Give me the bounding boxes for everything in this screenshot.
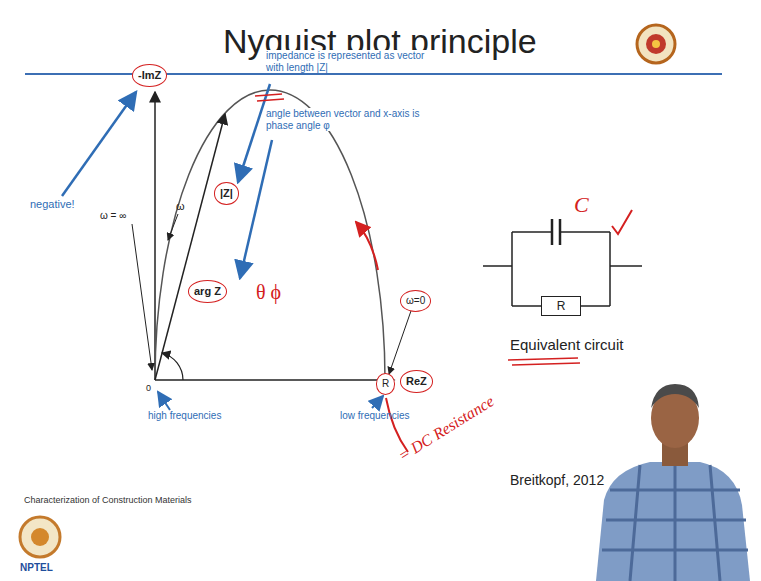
nptel-logo	[20, 517, 60, 557]
omega-symbol: ω	[176, 200, 185, 213]
nptel-wordmark: NPTEL	[20, 562, 53, 574]
red-arrow	[356, 222, 378, 270]
omega-label: ω=0	[400, 290, 431, 312]
handwritten-symbol: C	[574, 192, 589, 217]
callout-arrow	[240, 140, 272, 278]
lecturer-figure	[596, 384, 750, 581]
omega-label: ω = ∞	[100, 210, 126, 222]
institute-logo	[637, 25, 675, 63]
axis-label: ReZ	[400, 370, 433, 393]
axis-label: -ImZ	[132, 64, 167, 87]
callout-text: low frequencies	[340, 410, 409, 422]
check-mark	[612, 210, 632, 234]
red-underline	[255, 94, 284, 101]
red-underline	[508, 358, 580, 365]
callout-text: impedance is represented as vector with …	[266, 50, 436, 73]
circuit-wires	[483, 232, 642, 306]
omega-zero-pointer	[389, 308, 412, 374]
nyquist-arc	[155, 90, 385, 380]
resistor-symbol: R	[541, 296, 581, 316]
callout-text: high frequencies	[148, 410, 221, 422]
callout-arrow	[372, 396, 383, 408]
callout-text: angle between vector and x-axis is phase…	[266, 108, 436, 131]
capacitor-symbol	[552, 219, 560, 245]
callout-text: negative!	[30, 198, 75, 211]
vector-label: |Z|	[214, 182, 239, 205]
angle-label: arg Z	[188, 280, 227, 303]
real-axis	[155, 379, 394, 381]
citation: Breitkopf, 2012	[510, 472, 604, 488]
course-name: Characterization of Construction Materia…	[24, 495, 192, 505]
angle-arc	[162, 353, 183, 380]
circuit-caption: Equivalent circuit	[510, 336, 623, 353]
handwritten-note: = DC Resistance	[395, 392, 498, 466]
resistor-label: R	[557, 299, 566, 313]
omega-direction-arrow	[168, 214, 178, 240]
title-rule	[25, 73, 722, 75]
omega-infinity-pointer	[132, 224, 152, 370]
origin-label: 0	[146, 383, 151, 393]
callout-arrow	[158, 392, 170, 410]
callout-arrow	[62, 92, 136, 196]
handwritten-symbol: θ ϕ	[256, 281, 281, 304]
resistance-label: R	[376, 373, 395, 395]
impedance-vector	[155, 114, 225, 380]
